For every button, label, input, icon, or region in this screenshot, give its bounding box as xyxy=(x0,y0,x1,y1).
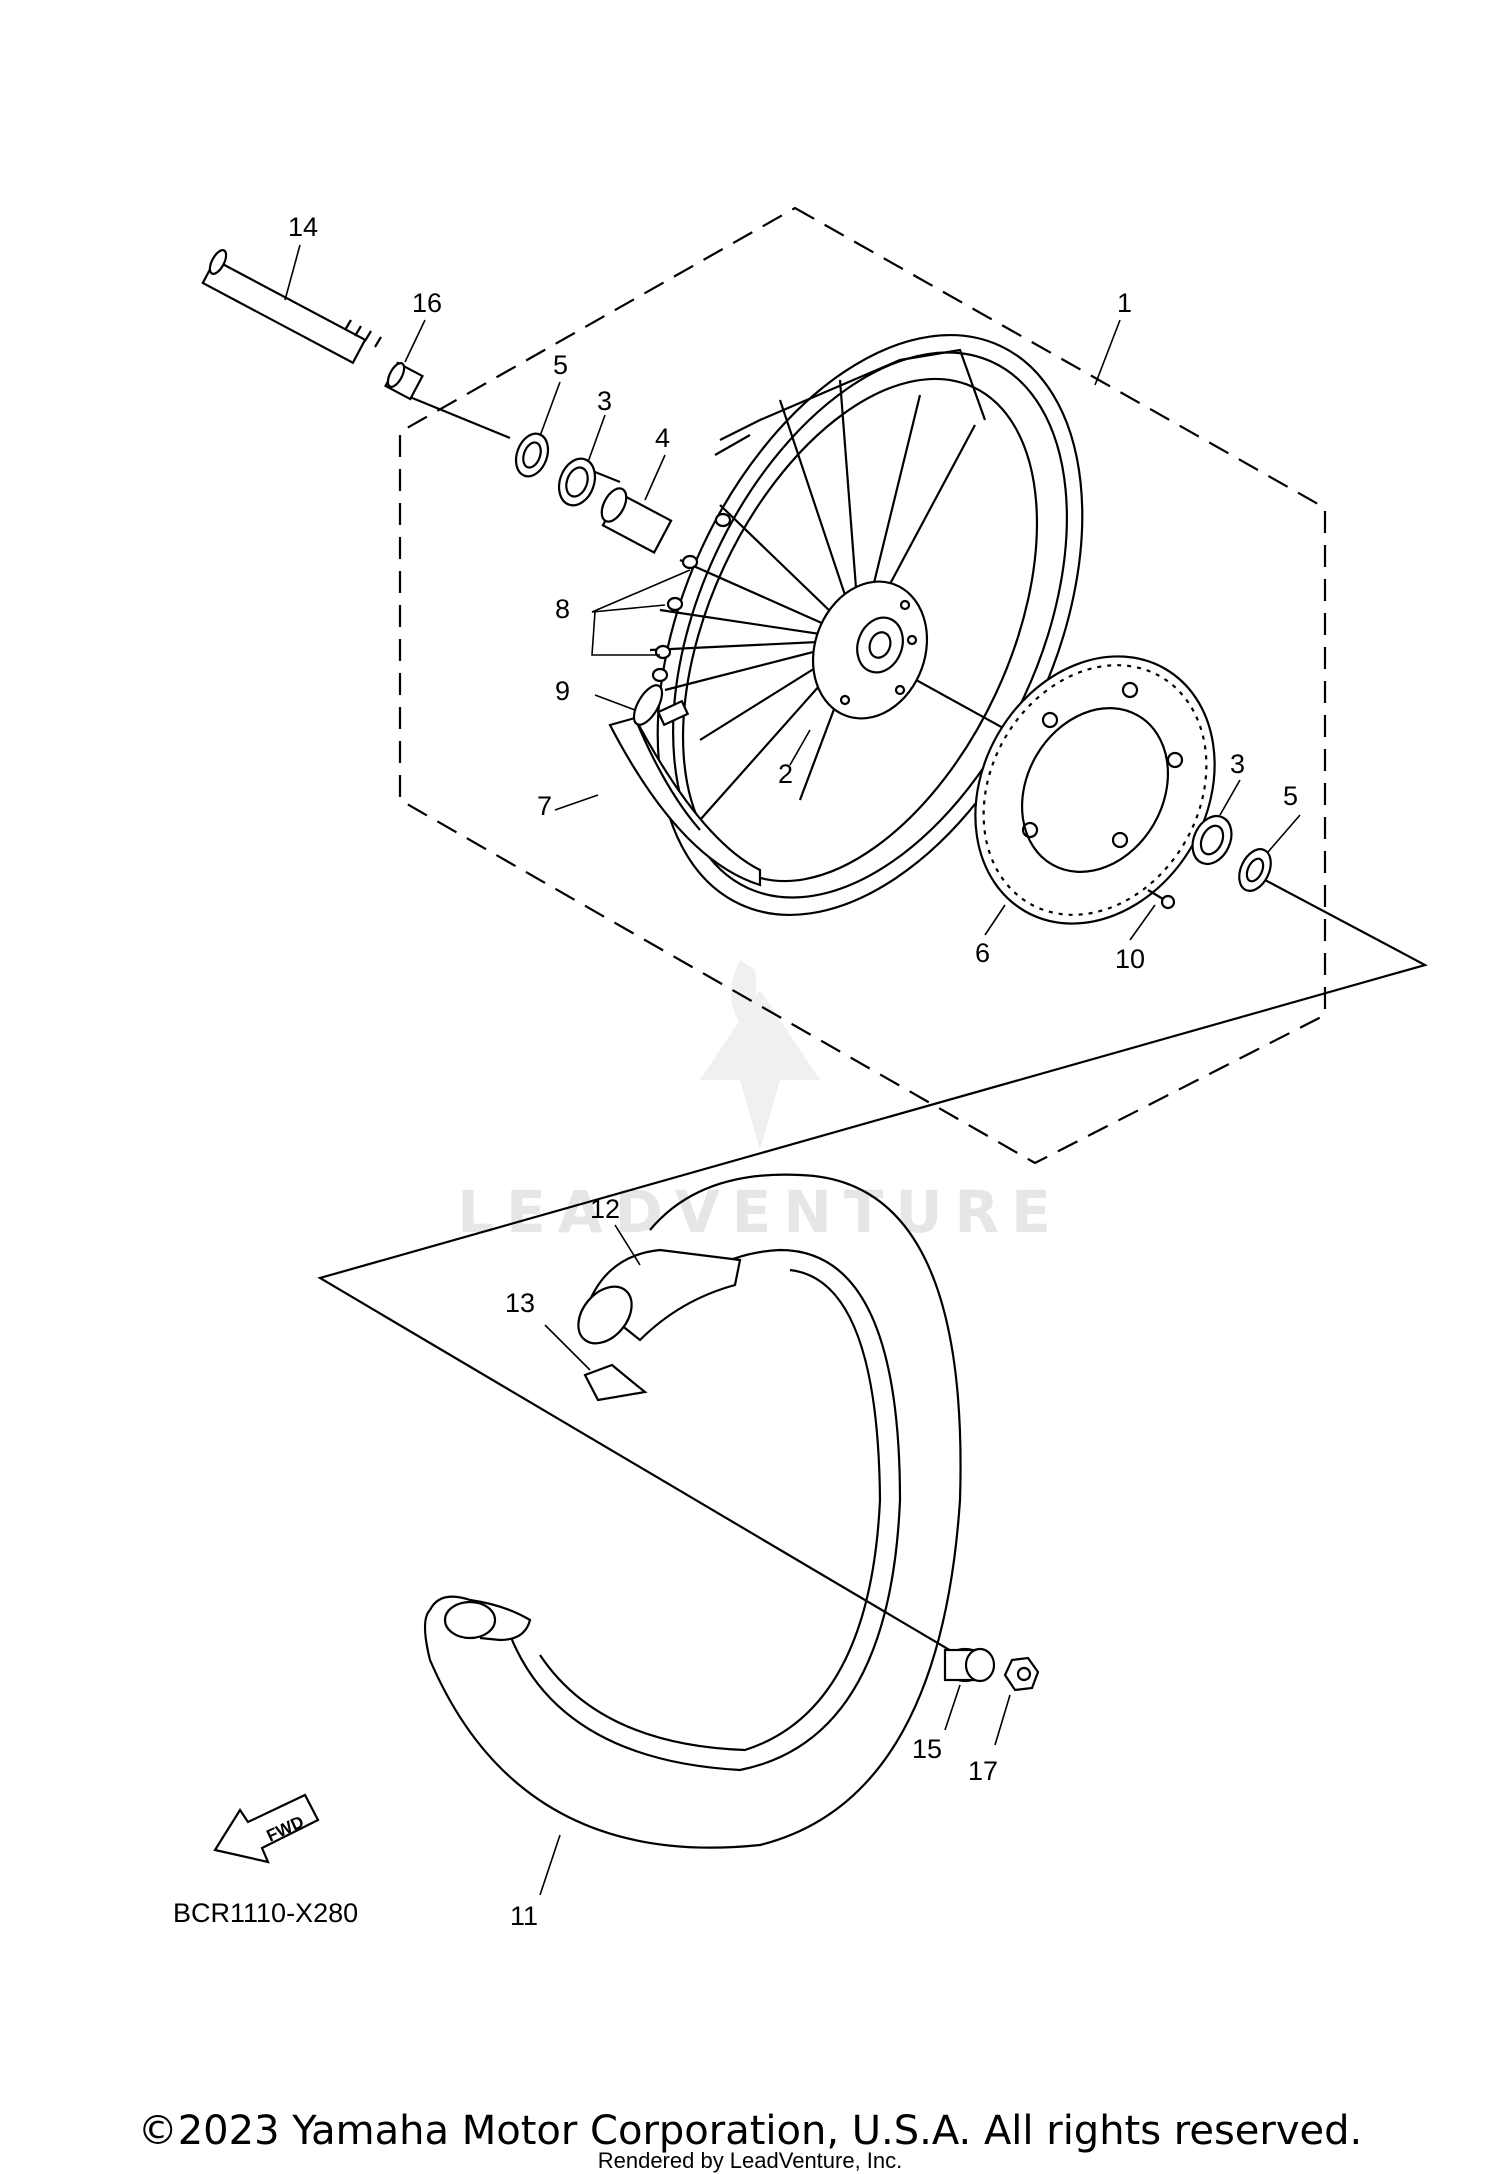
spokes xyxy=(649,379,976,821)
tire[interactable] xyxy=(423,1173,962,1849)
axle[interactable] xyxy=(201,248,382,365)
disc-bolt[interactable] xyxy=(1147,889,1176,910)
callout-4: 4 xyxy=(655,423,670,453)
callout-8: 8 xyxy=(555,594,570,624)
spacer[interactable] xyxy=(597,484,673,554)
collar-16[interactable] xyxy=(384,361,424,401)
oil-seal-left[interactable] xyxy=(510,429,553,481)
collar-15[interactable] xyxy=(943,1647,996,1683)
rendered-by-notice: Rendered by LeadVenture, Inc. xyxy=(597,2148,903,2173)
bearing-left[interactable] xyxy=(553,454,601,511)
callout-12: 12 xyxy=(590,1194,620,1224)
leader-lines xyxy=(284,244,1301,1896)
center-line-lower xyxy=(317,879,1428,1669)
valve[interactable] xyxy=(628,681,690,729)
spoke-nipples[interactable] xyxy=(651,512,732,683)
tube-rim-band[interactable] xyxy=(583,1363,648,1402)
callout-10: 10 xyxy=(1115,944,1145,974)
copyright-notice: ©2023 Yamaha Motor Corporation, U.S.A. A… xyxy=(137,2108,1363,2154)
callout-7: 7 xyxy=(537,791,552,821)
wheel-hub[interactable] xyxy=(794,565,945,734)
inner-tube[interactable] xyxy=(568,1248,742,1354)
callout-16: 16 xyxy=(412,288,442,318)
callout-11: 11 xyxy=(510,1901,538,1931)
callout-6: 6 xyxy=(975,938,990,968)
bearing-right[interactable] xyxy=(1185,810,1239,871)
center-line-upper xyxy=(404,393,511,440)
callout-2: 2 xyxy=(778,759,793,789)
axle-nut[interactable] xyxy=(1003,1656,1040,1692)
callout-9: 9 xyxy=(555,676,570,706)
watermark-logo: LEADVENTURE xyxy=(457,960,1063,1246)
callout-3-right: 3 xyxy=(1230,749,1245,779)
assembly-boundary xyxy=(398,206,1327,1165)
rim-band[interactable] xyxy=(608,716,762,887)
callout-15: 15 xyxy=(912,1734,942,1764)
callout-3-left: 3 xyxy=(597,386,612,416)
callout-labels: 14 16 5 3 4 1 8 9 7 2 3 5 6 10 12 13 11 … xyxy=(173,212,1298,1931)
callout-17: 17 xyxy=(968,1756,998,1786)
oil-seal-right[interactable] xyxy=(1233,844,1277,896)
brake-disc[interactable] xyxy=(928,613,1262,967)
watermark-text: LEADVENTURE xyxy=(457,1178,1063,1246)
diagram-code: BCR1110-X280 xyxy=(173,1898,358,1928)
callout-5-right: 5 xyxy=(1283,781,1298,811)
callout-1: 1 xyxy=(1117,288,1132,318)
forward-arrow: FWD xyxy=(213,1793,320,1864)
callout-14: 14 xyxy=(288,212,318,242)
callout-5-left: 5 xyxy=(553,350,568,380)
callout-13: 13 xyxy=(505,1288,535,1318)
